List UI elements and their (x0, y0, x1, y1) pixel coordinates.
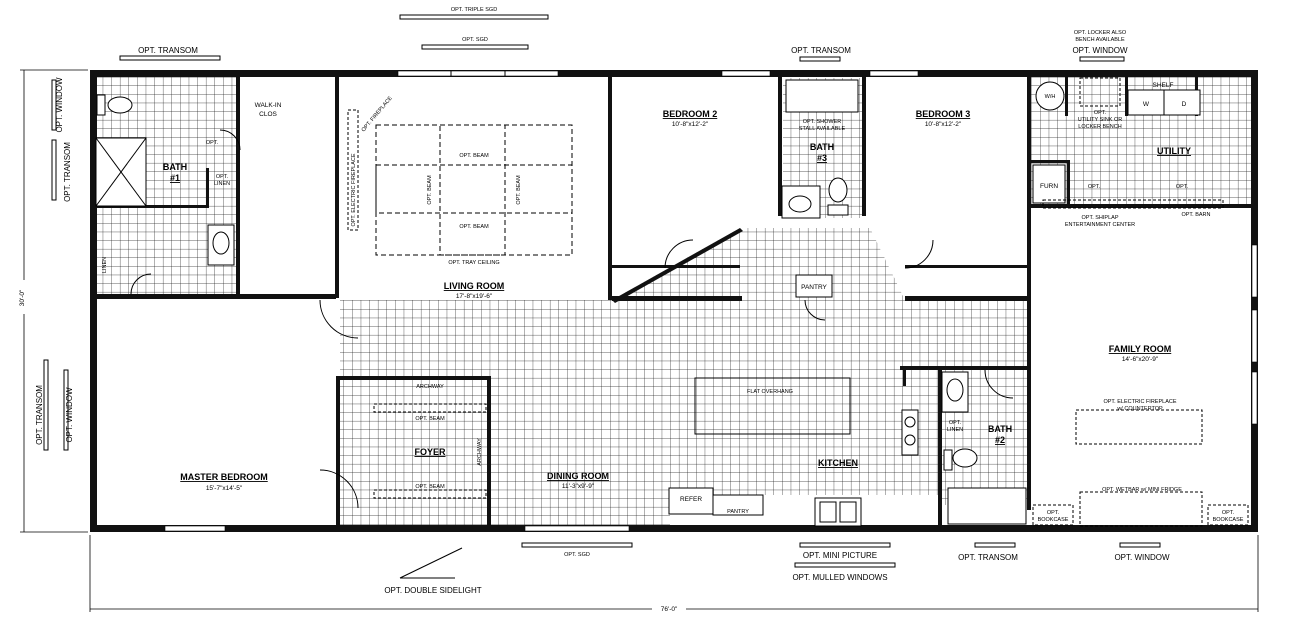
opt-electric-fireplace-family-l1: OPT. ELECTRIC FIREPLACE (1103, 399, 1176, 405)
opt-sgd-top: OPT. SGD (462, 37, 488, 43)
room-labels: MASTER BEDROOM 15'-7"x14'-5" LIVING ROOM… (102, 82, 1191, 515)
opt-beam-left: OPT. BEAM (427, 175, 433, 205)
living-room-dims: 17'-8"x19'-6" (456, 293, 493, 300)
bath-2-num: #2 (995, 435, 1005, 445)
opt-shiplap-l2: ENTERTAINMENT CENTER (1065, 222, 1135, 228)
walkin-closet-line1: WALK-IN (255, 102, 282, 109)
width-dimension: 76'-0" (661, 606, 678, 613)
opt-linen-bath2-l2: LINEN (947, 427, 963, 433)
opt-transom-top-left: OPT. TRANSOM (138, 46, 198, 55)
opt-transom-left-top: OPT. TRANSOM (63, 142, 72, 202)
opt-window-left-bottom: OPT. WINDOW (65, 387, 74, 443)
walkin-closet-line2: CLOS (259, 111, 277, 118)
flat-overhang: FLAT OVERHANG (747, 389, 793, 395)
foyer-beam-top: OPT. BEAM (415, 416, 445, 422)
opt-shower-stall-l2: STALL AVAILABLE (799, 126, 846, 132)
exterior-walls (90, 70, 1258, 532)
living-room-name: LIVING ROOM (444, 281, 505, 291)
opt-mini-picture: OPT. MINI PICTURE (803, 551, 877, 560)
bath-3-num: #3 (817, 153, 827, 163)
pantry-top: PANTRY (801, 284, 827, 291)
opt-utility-sink-l2: UTILITY SINK OR (1078, 117, 1123, 123)
opt-fireplace: OPT. FIREPLACE (361, 95, 394, 133)
bath-1-name: BATH (163, 162, 187, 172)
bedroom-2-name: BEDROOM 2 (663, 109, 718, 119)
opt-util1: OPT. (1088, 184, 1101, 190)
bedroom-3-name: BEDROOM 3 (916, 109, 971, 119)
opt-electric-fireplace-living: OPT. ELECTRIC FIREPLACE (351, 153, 357, 226)
family-room-dims: 14'-6"x20'-9" (1122, 356, 1159, 363)
opt-transom-top-mid: OPT. TRANSOM (791, 46, 851, 55)
opt-shiplap-l1: OPT. SHIPLAP (1082, 215, 1119, 221)
opt-util2: OPT. (1176, 184, 1189, 190)
bedroom-3-dims: 10'-8"x12'-2" (925, 121, 962, 128)
utility-name: UTILITY (1157, 146, 1191, 156)
opt-shower-stall-l1: OPT. SHOWER (803, 119, 842, 125)
opt-bookcase-left-l2: BOOKCASE (1038, 517, 1069, 523)
opt-linen-bath2-l1: OPT. (949, 420, 962, 426)
washer-label: W (1143, 101, 1150, 108)
shelf-label: SHELF (1153, 82, 1174, 89)
interior-walls (96, 76, 1252, 528)
archway-side: ARCHWAY (477, 438, 483, 466)
opt-beam-right: OPT. BEAM (516, 175, 522, 205)
opt-linen-bath1-l1: OPT. (216, 174, 229, 180)
opt-bookcase-left-l1: OPT. (1047, 510, 1060, 516)
archway-top: ARCHWAY (416, 384, 444, 390)
opt-beam-top: OPT. BEAM (459, 153, 489, 159)
dryer-label: D (1182, 101, 1187, 108)
pantry-bottom: PANTRY (727, 509, 749, 515)
opt-transom-bottom: OPT. TRANSOM (958, 553, 1018, 562)
kitchen-name: KITCHEN (818, 458, 858, 468)
opt-bath1: OPT. (206, 140, 219, 146)
overall-dimensions: 76'-0" 30'-0" (14, 280, 686, 613)
bath-1-num: #1 (170, 173, 180, 183)
opt-sgd-bottom: OPT. SGD (564, 552, 590, 558)
foyer-name: FOYER (414, 447, 446, 457)
opt-utility-sink-l3: LOCKER BENCH (1078, 124, 1121, 130)
bedroom-2-dims: 10'-8"x12'-2" (672, 121, 709, 128)
opt-triple-sgd: OPT. TRIPLE SGD (451, 7, 497, 13)
opt-mulled-windows: OPT. MULLED WINDOWS (792, 573, 887, 582)
opt-linen-bath1-l2: LINEN (214, 181, 230, 187)
linen-label: LINEN (102, 257, 108, 273)
option-markers (43, 14, 1161, 568)
master-bedroom-dims: 15'-7"x14'-5" (206, 485, 243, 492)
fixtures (95, 77, 1249, 579)
opt-window-bottom: OPT. WINDOW (1114, 553, 1170, 562)
opt-locker-line1: OPT. LOCKER ALSO (1074, 30, 1127, 36)
bath-2-name: BATH (988, 424, 1012, 434)
opt-electric-fireplace-family-l2: w/ COUNTERTOP (1116, 406, 1163, 412)
family-room-name: FAMILY ROOM (1109, 344, 1172, 354)
water-heater-label: W/H (1045, 94, 1056, 100)
dining-room-name: DINING ROOM (547, 471, 609, 481)
dining-room-dims: 11'-3"x9'-9" (562, 483, 595, 490)
master-bedroom-name: MASTER BEDROOM (180, 472, 268, 482)
opt-beam-bottom: OPT. BEAM (459, 224, 489, 230)
opt-double-sidelight: OPT. DOUBLE SIDELIGHT (384, 586, 481, 595)
opt-utility-sink-l1: OPT. (1094, 110, 1107, 116)
opt-locker-line2: BENCH AVAILABLE (1075, 37, 1125, 43)
opt-bookcase-right-l2: BOOKCASE (1213, 517, 1244, 523)
opt-window-top-right: OPT. WINDOW (1072, 46, 1128, 55)
foyer-beam-bottom: OPT. BEAM (415, 484, 445, 490)
opt-barn: OPT. BARN (1181, 212, 1210, 218)
bath-3-name: BATH (810, 142, 834, 152)
opt-transom-left-bottom: OPT. TRANSOM (35, 385, 44, 445)
opt-window-left-top: OPT. WINDOW (55, 77, 64, 133)
opt-webar: OPT. WETBAR w/ MINI FRIDGE (1102, 487, 1182, 493)
opt-bookcase-right-l1: OPT. (1222, 510, 1235, 516)
opt-tray-ceiling: OPT. TRAY CEILING (448, 260, 499, 266)
refer-label: REFER (680, 496, 702, 503)
height-dimension: 30'-0" (19, 289, 26, 306)
furnace-label: FURN (1040, 183, 1058, 190)
